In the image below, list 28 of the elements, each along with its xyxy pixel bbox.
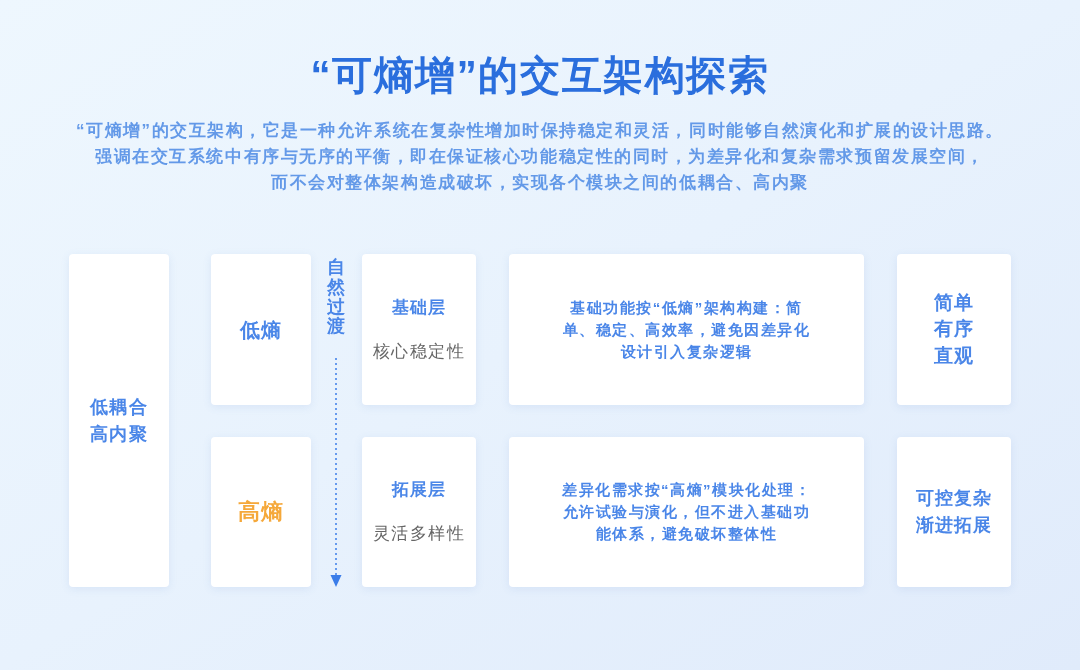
info-card [69, 254, 169, 587]
info-card [362, 254, 476, 405]
info-card [211, 254, 311, 405]
info-card [897, 254, 1011, 405]
card-label: 有序 [933, 317, 975, 342]
card-heading: 基础层 [391, 296, 447, 319]
description-text: 基础功能按“低熵”架构构建：简单、稳定、高效率，避免因差异化设计引入复杂逻辑 [561, 297, 812, 362]
card-heading: 拓展层 [391, 479, 447, 501]
vertical-label: 自然过渡 [327, 258, 345, 338]
card-label: 低耦合 [90, 395, 148, 419]
intro-text: 强调在交互系统中有序与无序的平衡，即在保证核心功能稳定性的同时，为差异化和复杂需求预留发展空间，而不会对整体架构造成破坏，实现各个模块之间的低耦合、高内聚 [94, 146, 986, 194]
card-label: 简单 [933, 290, 975, 315]
description-text: 差异化需求按“高熵”模块化处理：允许试验与演化，但不进入基础功能体系，避免破坏整体性 [561, 480, 812, 544]
info-card [211, 437, 311, 587]
card-subtitle: 核心稳定性 [373, 340, 465, 363]
info-card [897, 437, 1011, 587]
card-label: 渐进拓展 [915, 514, 993, 537]
info-card [509, 254, 864, 405]
card-label: 低熵 [240, 317, 282, 343]
card-label: 高熵 [238, 498, 284, 526]
page-title: “可熵增”的交互架构探索 [310, 52, 770, 99]
card-label: 可控复杂 [915, 487, 993, 510]
card-label: 直观 [933, 343, 975, 368]
intro-text: “可熵增”的交互架构，它是一种允许系统在复杂性增加时保持稳定和灵活，同时能够自然演化和扩展的设计思路。 [76, 120, 1004, 142]
card-subtitle: 灵活多样性 [373, 523, 465, 545]
info-card [362, 437, 476, 587]
info-card [509, 437, 864, 587]
card-label: 高内聚 [90, 422, 148, 446]
